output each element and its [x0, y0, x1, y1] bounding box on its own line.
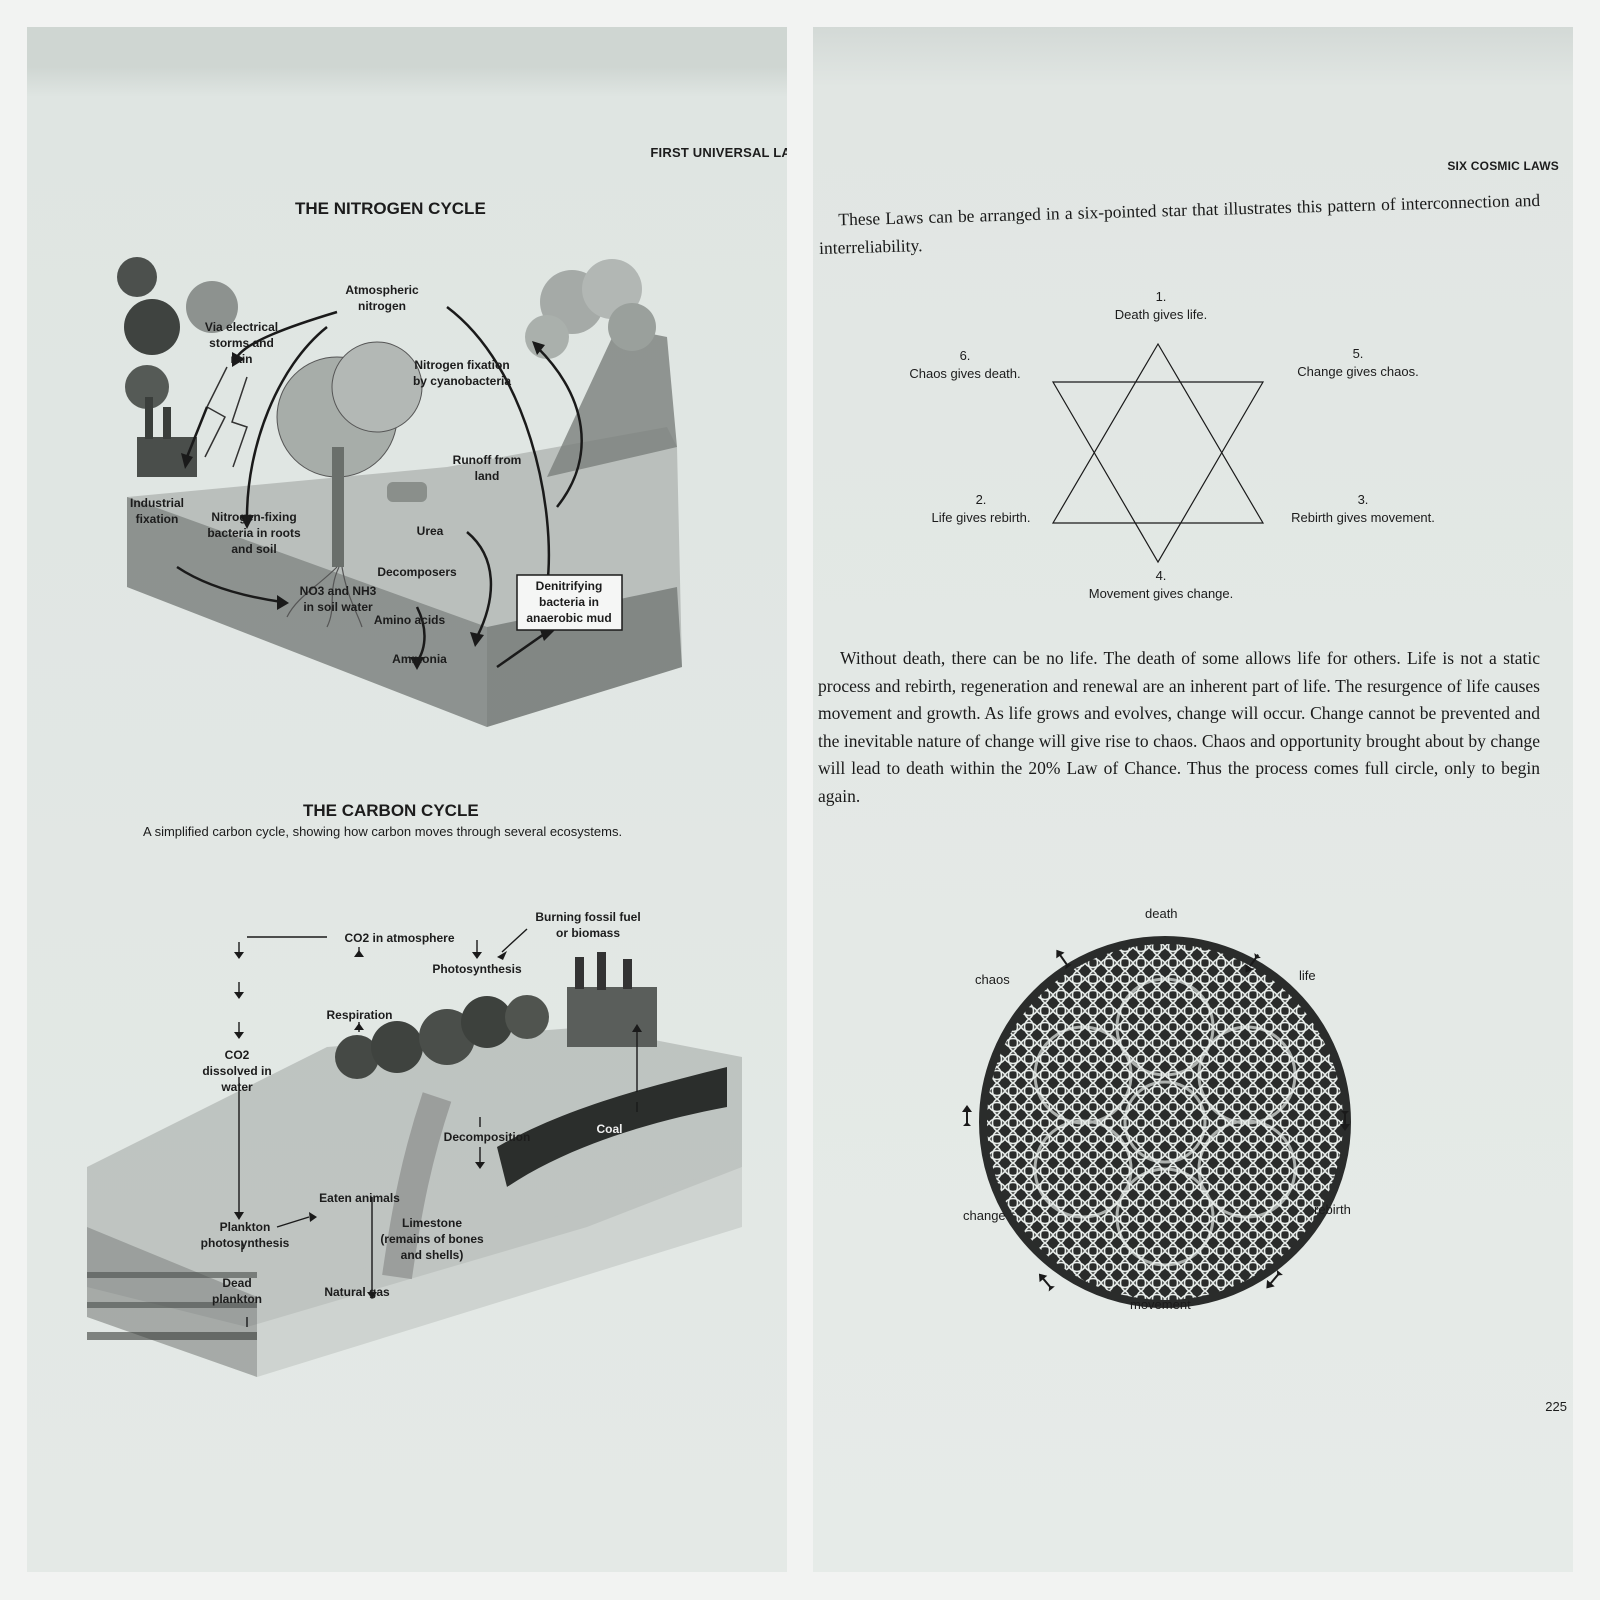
label-decomposers: Decomposers	[377, 565, 457, 579]
running-header-right: SIX COSMIC LAWS	[1447, 159, 1559, 173]
label-ammonia: Ammonia	[392, 652, 447, 666]
cycle-label-rebirth: rebirth	[1314, 1202, 1351, 1217]
six-pointed-star	[1051, 342, 1265, 564]
nitrogen-cycle-title: THE NITROGEN CYCLE	[295, 199, 486, 218]
label-atmospheric-nitrogen: Atmospheric nitrogen	[345, 283, 419, 313]
nitrogen-cycle-illustration	[117, 257, 682, 727]
label-co2-atmosphere: CO2 in atmosphere	[344, 931, 455, 945]
arrow-icon	[1056, 949, 1072, 970]
label-respiration: Respiration	[326, 1008, 393, 1022]
cycle-label-death: death	[1145, 906, 1178, 921]
arrow-icon	[1340, 1111, 1350, 1131]
label-via-storms: Via electrical storms and rain	[204, 320, 279, 366]
label-no3-nh3: NO3 and NH3 in soil water	[299, 584, 377, 614]
label-amino-acids: Amino acids	[373, 613, 446, 627]
label-co2-dissolved: CO2 dissolved in water	[202, 1048, 272, 1094]
arrow-icon	[962, 1105, 972, 1126]
label-limestone: Limestone (remains of bones and shells)	[380, 1216, 484, 1262]
star-law-4: 4.Movement gives change.	[1088, 568, 1234, 601]
label-industrial-fixation: Industrial fixation	[129, 496, 184, 526]
cycle-label-life: life	[1299, 968, 1316, 983]
label-denitrifying: Denitrifying bacteria in anaerobic mud	[526, 579, 612, 625]
arrow-icon	[1266, 1269, 1283, 1289]
star-law-3: 3.Rebirth gives movement.	[1291, 492, 1435, 525]
label-plankton-photosynthesis: Plankton photosynthesis	[200, 1220, 290, 1250]
cycle-label-chaos: chaos	[975, 972, 1010, 987]
label-coal: Coal	[596, 1122, 623, 1136]
label-dead-plankton: Dead plankton	[212, 1276, 262, 1306]
label-eaten-animals: Eaten animals	[319, 1191, 400, 1205]
star-law-6: 6.Chaos gives death.	[909, 348, 1021, 381]
label-runoff: Runoff from land	[452, 453, 522, 483]
carbon-cycle-subtitle: A simplified carbon cycle, showing how c…	[143, 824, 623, 839]
carbon-cycle-title: THE CARBON CYCLE	[303, 801, 479, 820]
star-law-5: 5.Change gives chaos.	[1297, 346, 1419, 379]
label-burning-fossil-fuel: Burning fossil fuel or biomass	[535, 910, 641, 940]
label-nitrogen-fixing-bacteria: Nitrogen-fixing bacteria in roots and so…	[207, 510, 301, 556]
celtic-knot-circle	[962, 936, 1351, 1308]
carbon-cycle-illustration	[87, 928, 742, 1377]
label-photosynthesis: Photosynthesis	[432, 962, 522, 976]
arrow-icon	[1245, 953, 1261, 973]
right-page: SIX COSMIC LAWS These Laws can be arrang…	[813, 27, 1573, 1572]
cycle-label-change: change	[963, 1208, 1006, 1223]
running-header-left: FIRST UNIVERSAL LA	[650, 145, 787, 160]
main-paragraph: Without death, there can be no life. The…	[818, 648, 1540, 806]
label-decomposition: Decomposition	[443, 1130, 531, 1144]
arrow-icon	[1038, 1273, 1055, 1292]
left-page: FIRST UNIVERSAL LA THE NITROGEN CYCLE	[27, 27, 787, 1572]
page-number: 225	[1545, 1399, 1567, 1414]
label-natural-gas: Natural gas	[324, 1285, 390, 1299]
label-nitrogen-fixation: Nitrogen fixation by cyanobacteria	[412, 358, 512, 388]
label-urea: Urea	[416, 524, 444, 538]
star-law-2: 2.Life gives rebirth.	[931, 492, 1031, 525]
cycle-label-movement: movement	[1130, 1297, 1191, 1312]
star-law-1: 1.Death gives life.	[1114, 289, 1208, 322]
